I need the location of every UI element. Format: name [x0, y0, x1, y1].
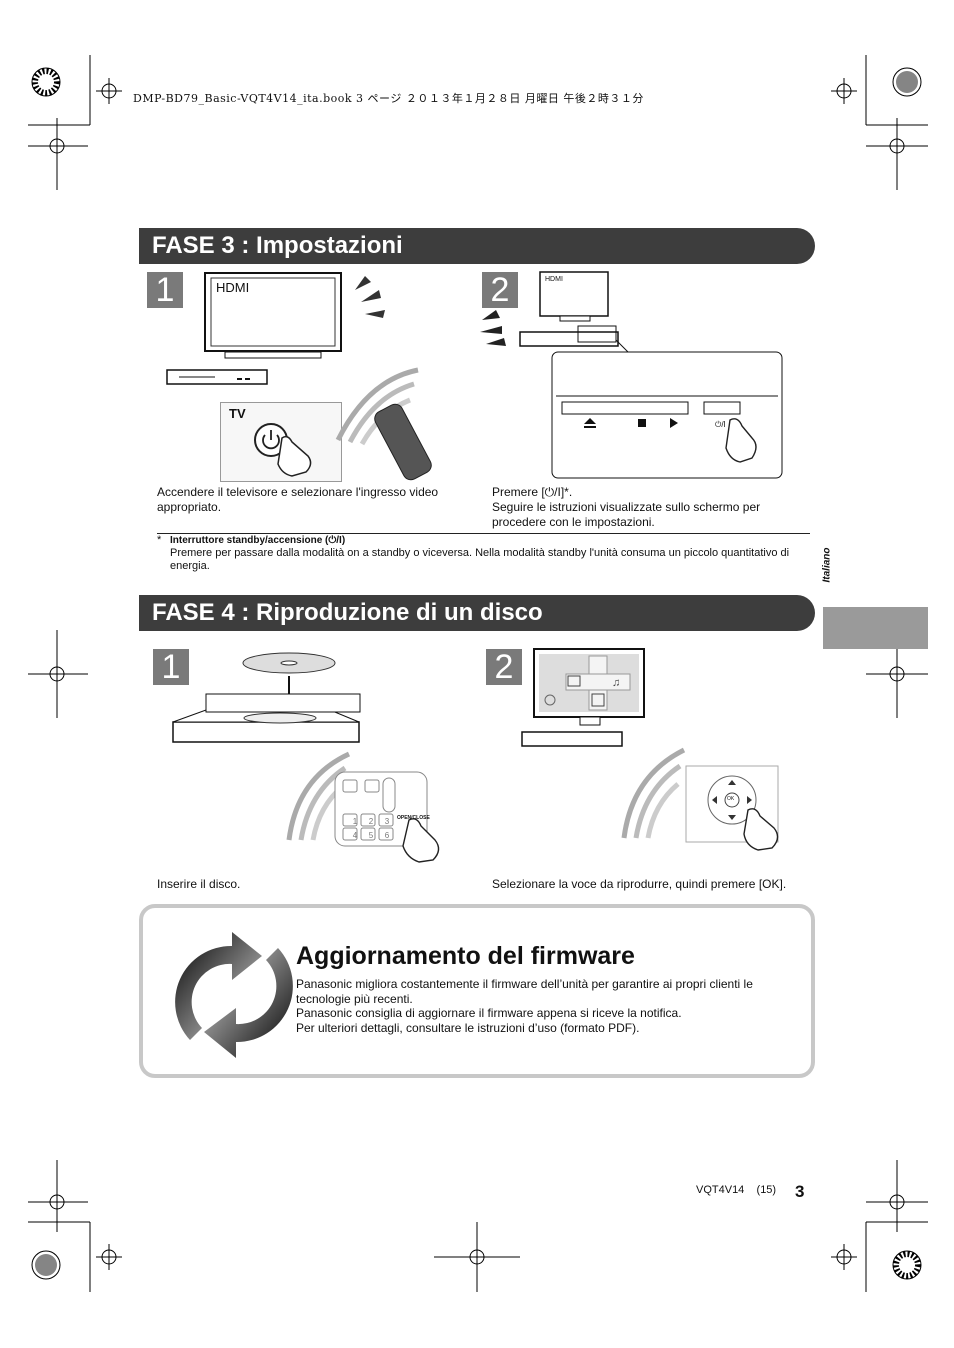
tv-and-player-illustration [166, 272, 385, 385]
phase3-step2-caption-line2: Seguire le istruzioni visualizzate sullo… [492, 500, 761, 529]
keypad-key-2: 2 [368, 817, 374, 826]
firmware-body: Panasonic migliora costantemente il firm… [296, 977, 801, 1035]
tv-screen-label: HDMI [216, 280, 250, 295]
remote-open-close-illustration [286, 751, 440, 863]
phase4-step2-number: 2 [486, 649, 522, 685]
keypad-key-6: 6 [384, 831, 390, 840]
phase3-step2-caption-line1: Premere [⏻/I]*. [492, 485, 573, 499]
firmware-box [139, 904, 815, 1078]
firmware-title: Aggiornamento del firmware [296, 942, 635, 970]
power-button-icon [254, 423, 312, 477]
footer-page-number: 3 [795, 1182, 805, 1201]
keypad-key-3: 3 [384, 817, 390, 826]
disc-insert-illustration [172, 652, 361, 743]
phase3-title: FASE 3 : Impostazioni [139, 228, 815, 264]
phase3-step2-caption: Premere [⏻/I]*. Seguire le istruzioni vi… [492, 485, 792, 530]
firmware-line3: Per ulteriori dettagli, consultare le is… [296, 1020, 640, 1035]
firmware-line1: Panasonic migliora costantemente il firm… [296, 977, 753, 1006]
refresh-arrows-icon [175, 932, 293, 1058]
signal-waves-icon [355, 276, 385, 318]
small-tv-screen-label: HDMI [545, 276, 563, 283]
phase3-step1-number: 1 [147, 272, 183, 308]
phase4-step1-number: 1 [153, 649, 189, 685]
svg-text:♫: ♫ [612, 677, 620, 689]
phase3-step1-caption: Accendere il televisore e selezionare l'… [157, 485, 439, 514]
phase4-step2-caption: Selezionare la voce da riprodurre, quind… [492, 877, 787, 891]
phase4-title: FASE 4 : Riproduzione di un disco [139, 595, 815, 631]
svg-text:⏻/I: ⏻/I [715, 420, 726, 429]
remote-tv-label: TV [229, 406, 246, 421]
crop-target-icon [892, 67, 922, 97]
note-divider [157, 533, 810, 534]
note-title: Interruttore standby/accensione (⏻/I) [170, 535, 346, 546]
remote-ok-illustration [621, 747, 779, 851]
remote-control-illustration [335, 367, 432, 481]
note-body: Premere per passare dalla modalità on a … [170, 547, 790, 572]
phase3-step2-number: 2 [482, 272, 518, 308]
note-star: * [157, 534, 162, 546]
language-side-tab [823, 607, 928, 649]
open-close-key-label: OPEN/CLOSE [397, 815, 430, 821]
numeric-keypad: 1 2 3 4 5 6 [347, 815, 395, 843]
ok-key-label: OK [727, 796, 735, 802]
keypad-key-5: 5 [368, 831, 374, 840]
keypad-key-1: 1 [352, 817, 358, 826]
firmware-line2: Panasonic consiglia di aggiornare il fir… [296, 1006, 682, 1021]
keypad-key-4: 4 [352, 831, 358, 840]
tv-player-closeup-illustration: ⏻/I [480, 271, 783, 479]
phase4-step1-caption: Inserire il disco. [157, 877, 241, 891]
tv-menu-illustration: ♫ [521, 648, 645, 747]
side-language-label: Italiano [821, 547, 833, 583]
file-header-line: DMP-BD79_Basic-VQT4V14_ita.book 3 ページ ２０… [133, 92, 644, 105]
footer-document-code: VQT4V14 (15) [696, 1184, 777, 1196]
